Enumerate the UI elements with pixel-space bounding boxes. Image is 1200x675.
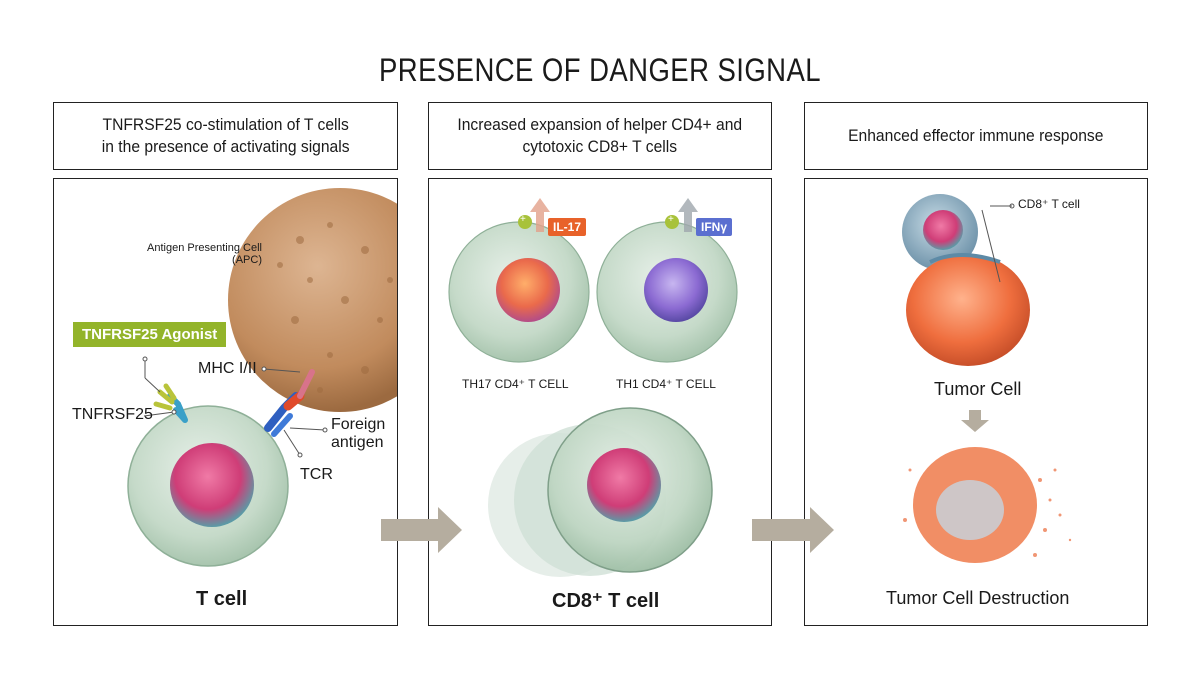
agonist-badge: TNFRSF25 Agonist: [73, 322, 227, 347]
cd8-cell-label: CD8⁺ T cell: [552, 590, 660, 612]
apc-label: Antigen Presenting Cell (APC): [140, 242, 262, 266]
panel-cd8-expansion: [428, 178, 772, 626]
cd8-t-cell-small: [902, 194, 978, 270]
il17-badge: IL-17: [548, 218, 587, 236]
panel-t-cell: [53, 178, 398, 626]
foreign-antigen-label: Foreign antigen: [331, 416, 385, 452]
header-line: Increased expansion of helper CD4+ and: [457, 115, 743, 134]
plus-icon: +: [668, 214, 674, 225]
cd8-small-label: CD8⁺ T cell: [1018, 197, 1080, 211]
tnfrsf25-label: TNFRSF25: [72, 406, 153, 423]
foreign-label-line2: antigen: [331, 434, 384, 451]
tumor-cell: [906, 253, 1030, 366]
tnfrsf25-receptor: [153, 383, 188, 423]
header-box-effector: Enhanced effector immune response: [804, 102, 1148, 170]
cd8-cell-cluster: [488, 407, 713, 577]
arrow-icon: [752, 507, 834, 553]
th1-cell: [596, 198, 738, 363]
plus-icon: +: [520, 214, 526, 225]
tcr-mhc-complex: [264, 369, 315, 437]
page-title: PRESENCE OF DANGER SIGNAL: [379, 52, 821, 88]
tumor-cell-label: Tumor Cell: [934, 379, 1022, 399]
down-arrow-icon: [961, 410, 989, 432]
foreign-label-line1: Foreign: [331, 416, 386, 433]
apc-label-line2: (APC): [232, 254, 262, 266]
header-box-expansion: Increased expansion of helper CD4+ and cy…: [428, 102, 772, 170]
th17-cell: [448, 198, 590, 363]
th1-label: TH1 CD4⁺ T CELL: [616, 377, 716, 391]
apc-label-line1: Antigen Presenting Cell: [147, 242, 262, 254]
header-line: cytotoxic CD8+ T cells: [522, 137, 678, 156]
apc-cell: [228, 188, 397, 412]
tcr-label: TCR: [300, 466, 333, 483]
tumor-destruction-label: Tumor Cell Destruction: [886, 588, 1070, 608]
arrow-icon: [381, 507, 462, 553]
tumor-cell-icon: [981, 203, 1015, 283]
header-line: Enhanced effector immune response: [848, 126, 1104, 145]
header-line: TNFRSF25 co-stimulation of T cells: [102, 115, 349, 134]
th17-label: TH17 CD4⁺ T CELL: [462, 377, 569, 391]
t-cell: [127, 405, 289, 567]
t-cell-label: T cell: [196, 588, 248, 610]
tumor-destruction: [903, 447, 1072, 563]
mhc-label: MHC I/II: [198, 360, 257, 377]
panel-tumor-destruction: [804, 178, 1148, 626]
header-line: in the presence of activating signals: [101, 137, 350, 156]
callout-lines: [142, 356, 328, 458]
ifng-badge: IFNγ: [696, 218, 733, 236]
header-box-costimulation: TNFRSF25 co-stimulation of T cells in the…: [53, 102, 398, 170]
